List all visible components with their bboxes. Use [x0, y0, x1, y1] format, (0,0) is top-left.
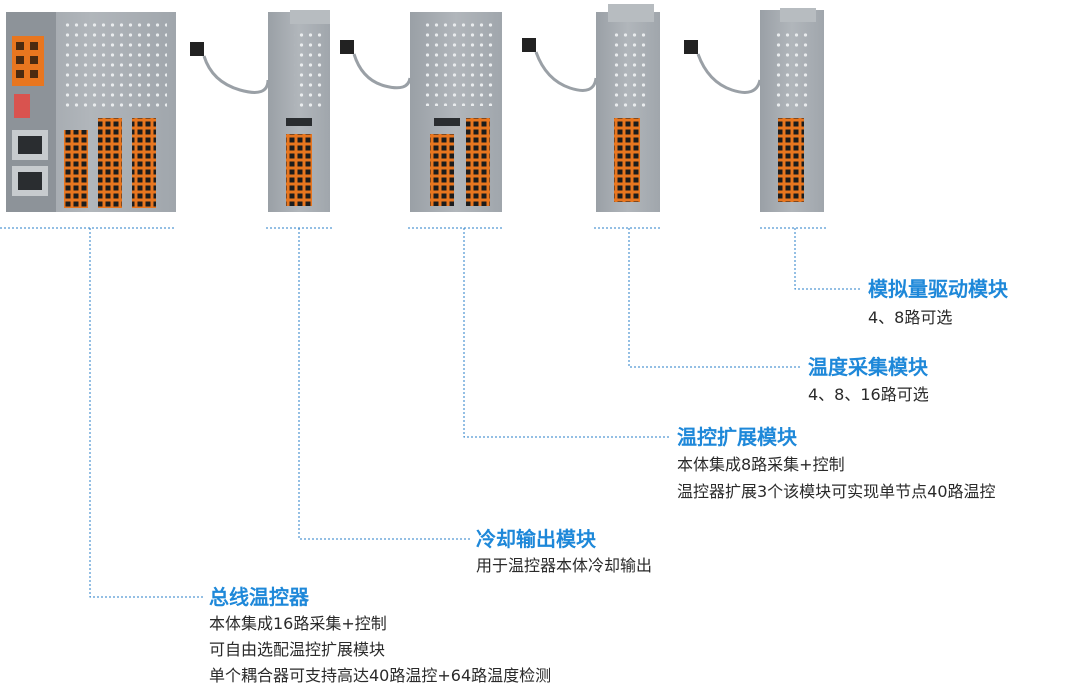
bus-controller-title: 总线温控器	[209, 585, 309, 609]
bus-controller-line-3: 单个耦合器可支持高达40路温控+64路温度检测	[209, 666, 552, 685]
analog-drive-device	[760, 8, 824, 212]
temp-acquisition-line-1: 4、8、16路可选	[808, 385, 929, 404]
bus-controller-device	[6, 12, 176, 212]
cable-4-device	[684, 40, 762, 94]
temp-control-extension-title: 温控扩展模块	[677, 425, 797, 449]
cooling-output-title: 冷却输出模块	[476, 527, 596, 551]
bus-controller-line-1: 本体集成16路采集+控制	[209, 614, 387, 633]
analog-drive-line-1: 4、8路可选	[868, 308, 953, 327]
cable-1-device	[190, 42, 270, 94]
bus-controller-line-2: 可自由选配温控扩展模块	[209, 640, 386, 659]
analog-drive-title: 模拟量驱动模块	[868, 277, 1008, 301]
temp-control-extension-device	[410, 12, 502, 212]
cable-3-device	[522, 38, 598, 92]
cable-2-device	[340, 40, 412, 90]
temp-acquisition-device	[596, 4, 660, 212]
temp-acquisition-title: 温度采集模块	[808, 355, 928, 379]
cooling-output-device	[268, 10, 330, 212]
temp-control-extension-line-1: 本体集成8路采集+控制	[677, 455, 845, 474]
cooling-output-line-1: 用于温控器本体冷却输出	[476, 556, 653, 575]
leader-lines	[89, 228, 862, 598]
temp-control-extension-line-2: 温控器扩展3个该模块可实现单节点40路温控	[677, 482, 996, 501]
